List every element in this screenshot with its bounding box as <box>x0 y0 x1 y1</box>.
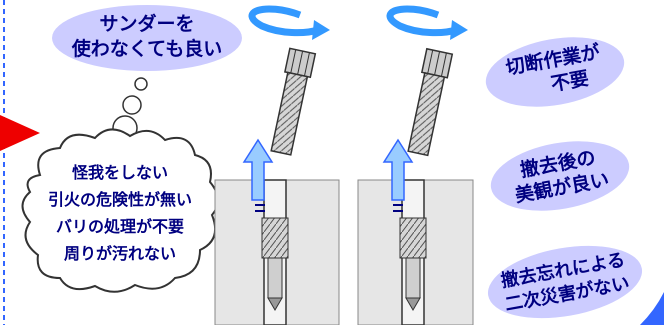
assembly-left <box>242 5 330 325</box>
thought-line-1: 怪我をしない <box>72 163 168 182</box>
thought-bubble: 怪我をしない 引火の危険性が無い バリの処理が不要 周りが汚れない <box>21 77 219 293</box>
bubble-cutting: 切断作業が 不要 <box>485 37 625 107</box>
bubble-sander-line1: サンダーを <box>99 12 194 35</box>
thought-line-4: 周りが汚れない <box>64 244 176 263</box>
up-arrow-icon <box>242 138 274 201</box>
bubble-sander-line2: 使わなくても良い <box>71 37 222 60</box>
red-pointer-icon <box>0 115 40 151</box>
bubble-appearance: 撤去後の 美観が良い <box>490 141 630 211</box>
up-arrow-icon <box>382 138 414 201</box>
bubble-sander: サンダーを 使わなくても良い <box>52 5 242 71</box>
thought-line-2: 引火の危険性が無い <box>48 190 192 209</box>
rotation-arrow-icon <box>386 5 468 40</box>
decorative-curve <box>640 292 664 325</box>
bubble-forget: 撤去忘れによる 二次災害がない <box>487 245 643 319</box>
thought-line-3: バリの処理が不要 <box>56 217 184 236</box>
assembly-right <box>382 5 468 325</box>
rotation-arrow-icon <box>248 5 330 40</box>
